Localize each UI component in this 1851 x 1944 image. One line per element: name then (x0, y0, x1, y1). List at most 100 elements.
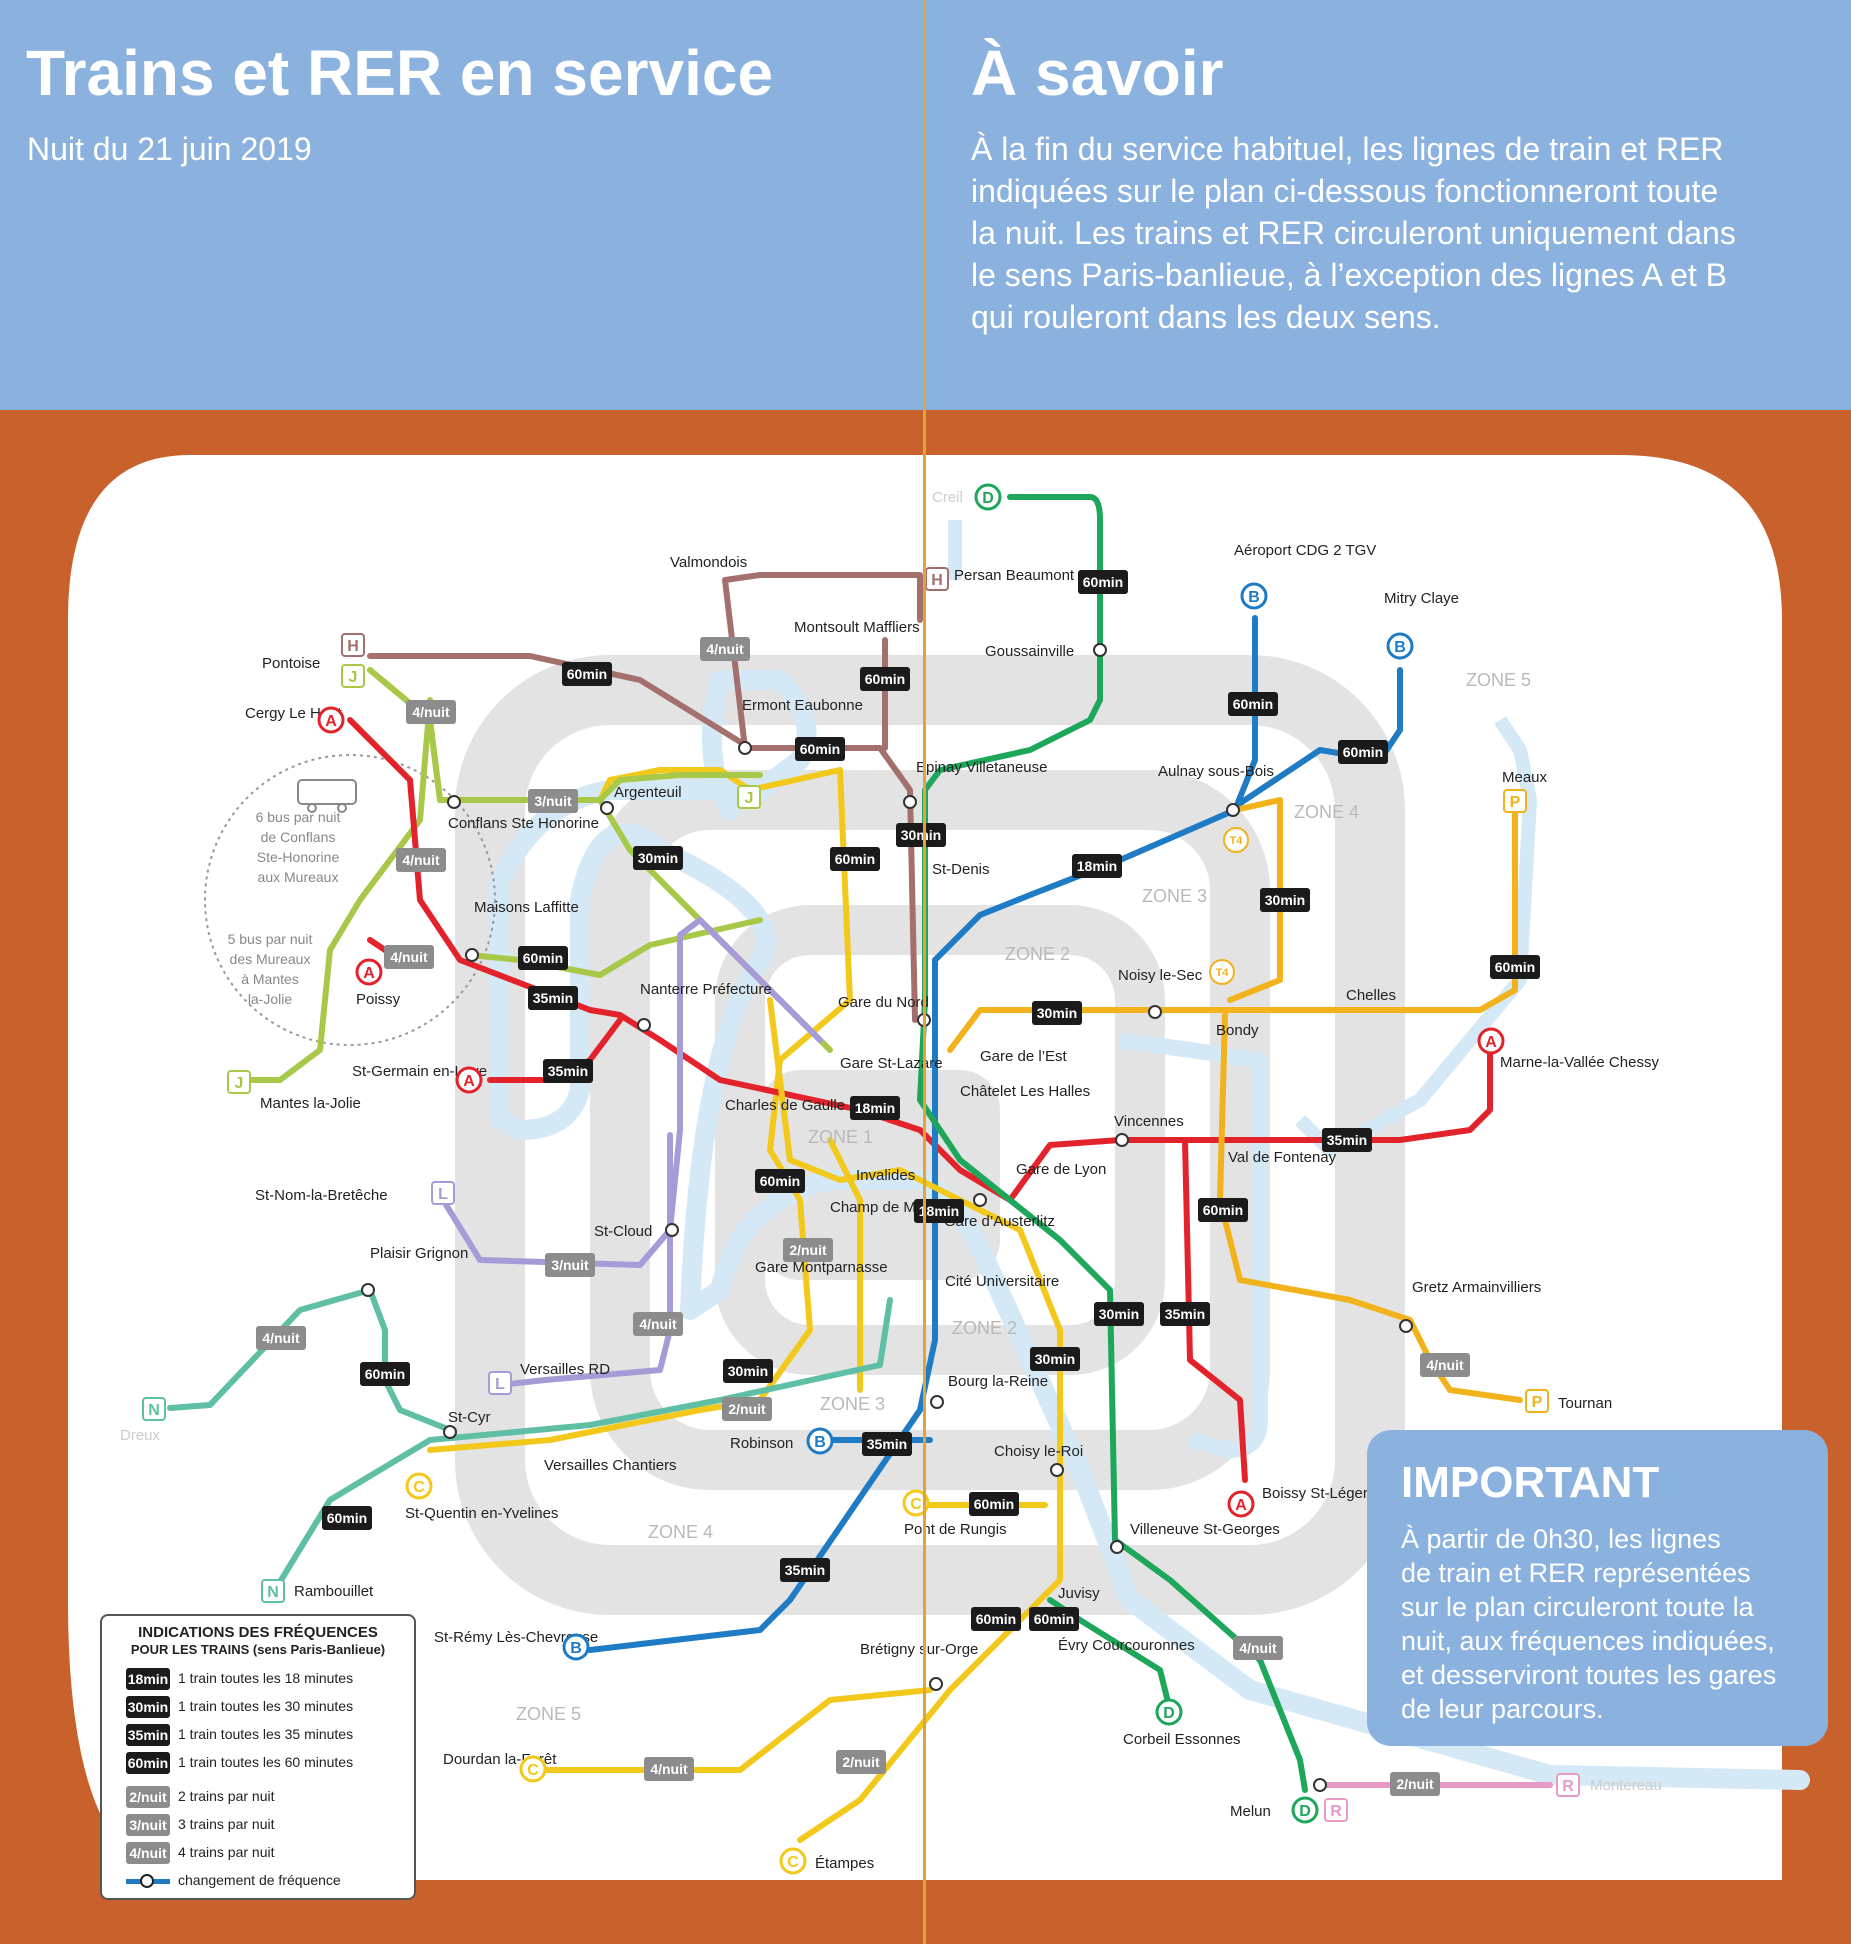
freq-badge-60: 60min (322, 1506, 372, 1530)
svg-text:D: D (1163, 1705, 1175, 1722)
station-label: Tournan (1558, 1395, 1612, 1412)
freq-badge-60: 60min (860, 667, 910, 691)
legend-badge: 2/nuit (126, 1786, 170, 1808)
line-l (437, 917, 823, 1268)
svg-text:18min: 18min (919, 1203, 959, 1219)
line-marker-t4: T4 (1223, 827, 1249, 853)
line-marker-c: C (405, 1472, 433, 1500)
station-label: Versailles RD (520, 1361, 610, 1378)
svg-text:C: C (527, 1762, 539, 1779)
freq-badge-60: 60min (562, 662, 612, 686)
zone-label: ZONE 2 (1005, 944, 1070, 964)
line-marker-b: B (1386, 632, 1414, 660)
svg-text:2/nuit: 2/nuit (842, 1754, 880, 1770)
station-label: Montereau (1590, 1777, 1662, 1794)
line-marker-c: C (902, 1489, 930, 1517)
station-label: Gretz Armainvilliers (1412, 1279, 1541, 1296)
legend-subtitle: POUR LES TRAINS (sens Paris-Banlieue) (130, 1642, 386, 1657)
info-line: qui rouleront dans les deux sens. (971, 299, 1441, 335)
svg-text:60min: 60min (327, 1510, 367, 1526)
station-label: Évry Courcouronnes (1058, 1637, 1195, 1654)
svg-text:H: H (931, 572, 943, 589)
bus-note: des Mureaux (230, 951, 311, 967)
svg-text:30min: 30min (1099, 1306, 1139, 1322)
svg-text:B: B (814, 1434, 826, 1451)
svg-text:4/nuit: 4/nuit (412, 704, 450, 720)
line-marker-l: L (488, 1371, 512, 1395)
station-label: Châtelet Les Halles (960, 1083, 1090, 1100)
station-label: Bourg la-Reine (948, 1373, 1048, 1390)
bus-note: 6 bus par nuit (256, 809, 341, 825)
freq-badge-3nuit: 4/nuit (396, 848, 446, 872)
legend-badge: 18min (126, 1668, 170, 1690)
station-label: Juvisy (1058, 1585, 1100, 1602)
station-label: Gare St-Lazare (840, 1055, 943, 1072)
zone-3-ring (590, 770, 1270, 1490)
freq-badge-18: 18min (914, 1199, 964, 1223)
svg-text:4/nuit: 4/nuit (402, 852, 440, 868)
freq-badge-3nuit: 4/nuit (700, 637, 750, 661)
station-label: Corbeil Essonnes (1123, 1731, 1241, 1748)
svg-text:B: B (570, 1640, 582, 1657)
line-marker-a: A (355, 958, 383, 986)
legend-badge: 60min (126, 1752, 170, 1774)
legend-title: INDICATIONS DES FRÉQUENCES (138, 1624, 378, 1641)
info-line: À la fin du service habituel, les lignes… (971, 131, 1724, 167)
svg-text:A: A (325, 713, 337, 730)
line-marker-a: A (1477, 1027, 1505, 1055)
svg-text:4/nuit: 4/nuit (262, 1330, 300, 1346)
freq-badge-60: 60min (1338, 740, 1388, 764)
svg-text:2/nuit: 2/nuit (789, 1242, 827, 1258)
station-label: Marne-la-Vallée Chessy (1500, 1054, 1659, 1071)
legend-label: 1 train toutes les 35 minutes (178, 1726, 354, 1742)
station-label: Aéroport CDG 2 TGV (1234, 542, 1376, 559)
station-label: Conflans Ste Honorine (448, 815, 599, 832)
bus-note: la-Jolie (248, 991, 293, 1007)
freq-badge-18: 18min (850, 1096, 900, 1120)
svg-text:60min: 60min (1083, 574, 1123, 590)
legend-label: 1 train toutes les 18 minutes (178, 1670, 354, 1686)
station-label: Gare du Nord (838, 994, 929, 1011)
freq-badge-18: 18min (1072, 854, 1122, 878)
info-text: À la fin du service habituel, les lignes… (971, 128, 1831, 338)
svg-text:R: R (1562, 1778, 1574, 1795)
center-divider (923, 0, 926, 1944)
line-j-mantes (237, 697, 433, 1083)
svg-text:60min: 60min (800, 741, 840, 757)
zone-label: ZONE 4 (1294, 802, 1359, 822)
freq-badge-60: 60min (795, 737, 845, 761)
freq-badge-2nuit: 2/nuit (836, 1750, 886, 1774)
freq-badge-35: 35min (862, 1432, 912, 1456)
zone-label: ZONE 4 (648, 1522, 713, 1542)
station-label: Persan Beaumont (954, 567, 1075, 584)
page-title: Trains et RER en service (26, 37, 774, 109)
freq-badge-60: 60min (1078, 570, 1128, 594)
line-p (947, 807, 1518, 1053)
legend-label: 1 train toutes les 30 minutes (178, 1698, 354, 1714)
station-label: Noisy le-Sec (1118, 967, 1203, 984)
svg-text:C: C (413, 1479, 425, 1496)
important-line: À partir de 0h30, les lignes (1401, 1524, 1721, 1554)
bus-zone-circle (204, 754, 496, 1046)
station-label: Brétigny sur-Orge (860, 1641, 978, 1658)
freq-badge-35: 35min (1322, 1128, 1372, 1152)
station-label: Montsoult Maffliers (794, 619, 920, 636)
svg-text:60min: 60min (1203, 1202, 1243, 1218)
station-label: Gare d’Austerlitz (944, 1213, 1055, 1230)
svg-text:C: C (910, 1496, 922, 1513)
important-line: de train et RER représentées (1401, 1558, 1751, 1588)
station-label: Ermont Eaubonne (742, 697, 863, 714)
svg-text:30min: 30min (901, 827, 941, 843)
station-label: Cité Universitaire (945, 1273, 1059, 1290)
svg-text:H: H (347, 638, 359, 655)
svg-text:4/nuit: 4/nuit (1239, 1640, 1277, 1656)
station-label: Creil (932, 489, 963, 506)
station-label: Boissy St-Léger (1262, 1485, 1368, 1502)
line-marker-p: P (1525, 1389, 1549, 1413)
line-marker-p: P (1503, 789, 1527, 813)
station-label: St-Nom-la-Bretêche (255, 1187, 388, 1204)
info-title: À savoir (971, 37, 1224, 109)
svg-text:D: D (1299, 1803, 1311, 1820)
line-h-persan (722, 572, 923, 751)
freq-badge-60: 60min (360, 1362, 410, 1386)
